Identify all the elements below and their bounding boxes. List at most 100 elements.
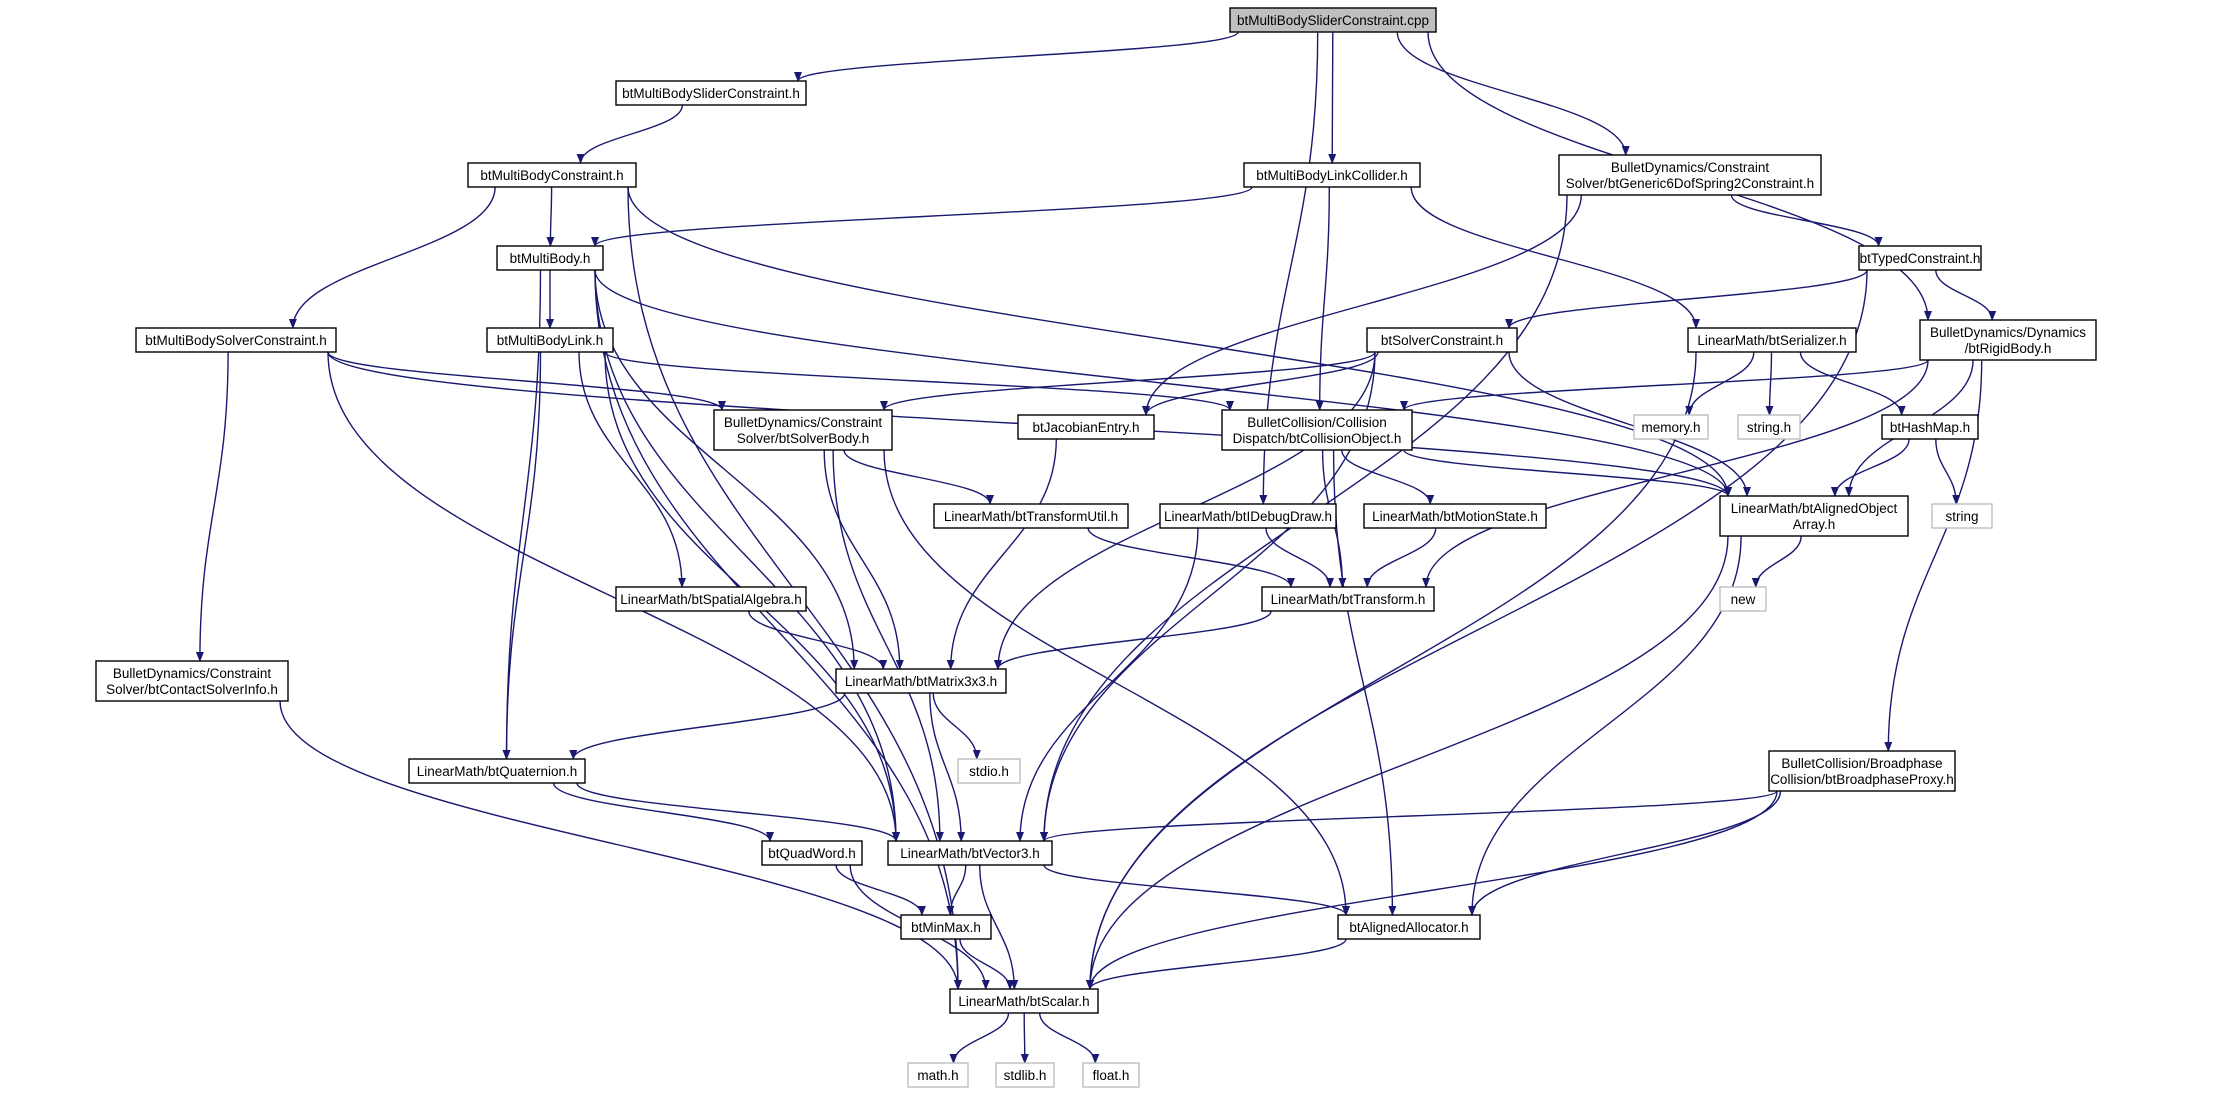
node-box-broadphase [1768, 750, 1956, 792]
edge-mblink-to-colobj [604, 351, 1234, 411]
edge-matrix-to-stdio [932, 692, 981, 760]
node-mbsolver[interactable]: btMultiBodySolverConstraint.h [135, 327, 337, 353]
node-label-alignedarr-0: LinearMath/btAlignedObject [1731, 501, 1898, 516]
edge-typed-to-scalar [1086, 269, 1868, 990]
node-box-solverbody [713, 409, 893, 451]
node-solverbody[interactable]: BulletDynamics/ConstraintSolver/btSolver… [713, 409, 893, 451]
node-serializer[interactable]: LinearMath/btSerializer.h [1687, 327, 1857, 353]
node-label-solvercon-0: btSolverConstraint.h [1381, 333, 1503, 348]
node-jacobian[interactable]: btJacobianEntry.h [1017, 414, 1155, 440]
node-box-motion [1363, 503, 1547, 529]
node-label-solverbody-1: Solver/btSolverBody.h [737, 431, 870, 446]
edge-mblink-to-spatial [578, 351, 686, 588]
node-transform[interactable]: LinearMath/btTransform.h [1261, 586, 1435, 612]
node-box-mbc [467, 162, 637, 188]
node-label-quadword-0: btQuadWord.h [768, 846, 856, 861]
edge-mbc-to-alignedarr [627, 186, 1732, 497]
node-allocator[interactable]: btAlignedAllocator.h [1337, 914, 1481, 940]
node-label-hashmap-0: btHashMap.h [1890, 420, 1970, 435]
node-memory: memory.h [1633, 414, 1709, 440]
edge-linkcol-to-mb [591, 186, 1253, 247]
node-floath: float.h [1082, 1062, 1140, 1088]
edge-spatial-to-matrix [748, 610, 888, 670]
node-mathh: math.h [907, 1062, 969, 1088]
edge-linkcol-to-serializer [1410, 186, 1700, 329]
edge-scalar-to-mathh [949, 1012, 1010, 1064]
node-box-scalar [949, 988, 1099, 1014]
node-sliderh[interactable]: btMultiBodySliderConstraint.h [615, 80, 807, 106]
edge-solvercon-to-jacobian [1142, 351, 1379, 416]
node-minmax[interactable]: btMinMax.h [900, 914, 992, 940]
edge-broadphase-to-scalar [1086, 790, 1778, 990]
node-contactinfo[interactable]: BulletDynamics/ConstraintSolver/btContac… [95, 660, 289, 702]
edge-mb-to-alignedarr [594, 269, 1732, 497]
edge-vector3-to-allocator [1043, 864, 1350, 916]
node-label-transutil-0: LinearMath/btTransformUtil.h [944, 509, 1118, 524]
node-linkcol[interactable]: btMultiBodyLinkCollider.h [1243, 162, 1421, 188]
edge-transutil-to-transform [1087, 527, 1295, 588]
edge-matrix-to-quat [569, 692, 846, 760]
node-box-serializer [1687, 327, 1857, 353]
edge-vector3-to-minmax [946, 864, 967, 916]
edge-mb-to-vector3 [594, 269, 900, 842]
edge-mbc-to-mb [546, 186, 555, 247]
node-label-quat-0: LinearMath/btQuaternion.h [417, 764, 578, 779]
edge-rigid-to-transform [1422, 359, 1929, 588]
node-label-allocator-0: btAlignedAllocator.h [1349, 920, 1468, 935]
edge-jacobian-to-matrix [946, 438, 1057, 670]
node-scalar[interactable]: LinearMath/btScalar.h [949, 988, 1099, 1014]
node-box-contactinfo [95, 660, 289, 702]
node-label-broadphase-1: Collision/btBroadphaseProxy.h [1770, 772, 1954, 787]
edge-mbsolver-to-contactinfo [195, 351, 229, 662]
node-g6dof[interactable]: BulletDynamics/ConstraintSolver/btGeneri… [1558, 154, 1822, 196]
node-box-root [1229, 7, 1437, 33]
node-box-colobj [1221, 409, 1413, 451]
node-quadword[interactable]: btQuadWord.h [761, 840, 863, 866]
node-label-linkcol-0: btMultiBodyLinkCollider.h [1256, 168, 1408, 183]
edge-solverbody-to-allocator [883, 449, 1350, 916]
node-box-g6dof [1558, 154, 1822, 196]
node-box-transform [1261, 586, 1435, 612]
node-colobj[interactable]: BulletCollision/CollisionDispatch/btColl… [1221, 409, 1413, 451]
node-mbc[interactable]: btMultiBodyConstraint.h [467, 162, 637, 188]
edge-solvercon-to-solverbody [880, 351, 1376, 411]
node-label-motion-0: LinearMath/btMotionState.h [1372, 509, 1538, 524]
node-label-solverbody-0: BulletDynamics/Constraint [724, 415, 883, 430]
edge-colobj-to-motion [1341, 449, 1435, 505]
node-rigid[interactable]: BulletDynamics/Dynamics/btRigidBody.h [1919, 319, 2097, 361]
node-label-stdio-0: stdio.h [969, 764, 1009, 779]
node-transutil[interactable]: LinearMath/btTransformUtil.h [933, 503, 1129, 529]
node-box-vector3 [887, 840, 1053, 866]
edge-scalar-to-stdlib [1020, 1012, 1029, 1064]
node-matrix[interactable]: LinearMath/btMatrix3x3.h [835, 668, 1007, 694]
node-vector3[interactable]: LinearMath/btVector3.h [887, 840, 1053, 866]
node-mb[interactable]: btMultiBody.h [496, 245, 604, 271]
node-solvercon[interactable]: btSolverConstraint.h [1366, 327, 1518, 353]
node-box-stdio [957, 758, 1021, 784]
node-box-new [1719, 586, 1767, 612]
node-quat[interactable]: LinearMath/btQuaternion.h [408, 758, 586, 784]
edge-typed-to-solvercon [1505, 269, 1868, 329]
node-broadphase[interactable]: BulletCollision/BroadphaseCollision/btBr… [1768, 750, 1956, 792]
edge-quadword-to-minmax [835, 864, 926, 916]
node-box-matrix [835, 668, 1007, 694]
node-motion[interactable]: LinearMath/btMotionState.h [1363, 503, 1547, 529]
node-typed[interactable]: btTypedConstraint.h [1858, 245, 1982, 271]
edge-alignedarr-to-scalar [1086, 535, 1729, 990]
node-root[interactable]: btMultiBodySliderConstraint.cpp [1229, 7, 1437, 33]
node-label-spatial-0: LinearMath/btSpatialAlgebra.h [620, 592, 802, 607]
node-mblink[interactable]: btMultiBodyLink.h [486, 327, 614, 353]
edge-root-to-sliderh [794, 31, 1239, 82]
node-box-rigid [1919, 319, 2097, 361]
node-spatial[interactable]: LinearMath/btSpatialAlgebra.h [615, 586, 807, 612]
node-stdio: stdio.h [957, 758, 1021, 784]
nodes-layer: btMultiBodySliderConstraint.cpp btMultiBo… [95, 7, 2097, 1088]
node-hashmap[interactable]: btHashMap.h [1881, 414, 1979, 440]
edge-quat-to-quadword [553, 782, 774, 842]
node-idebug[interactable]: LinearMath/btIDebugDraw.h [1159, 503, 1337, 529]
node-label-memory-0: memory.h [1641, 420, 1700, 435]
node-label-matrix-0: LinearMath/btMatrix3x3.h [845, 674, 997, 689]
node-box-spatial [615, 586, 807, 612]
